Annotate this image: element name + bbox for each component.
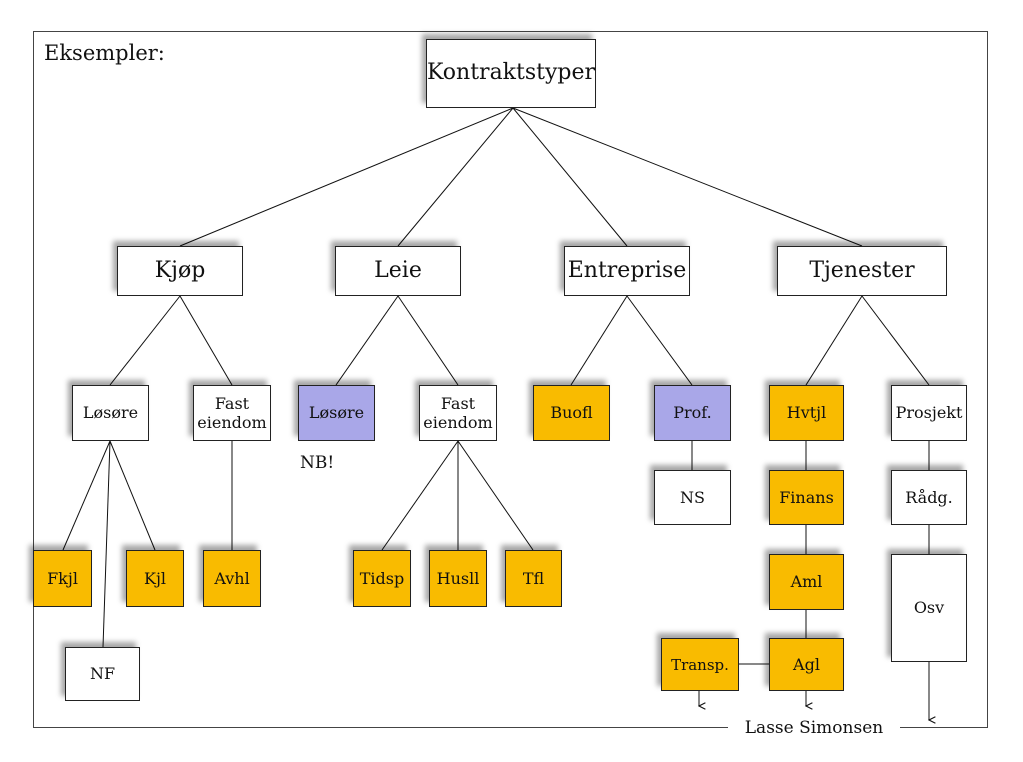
link-losore-kjl — [109, 440, 156, 551]
node-kjop-losore: Løsøre — [72, 385, 149, 441]
link-kjop-fast — [179, 295, 233, 386]
node-husll: Husll — [429, 550, 487, 607]
link-losore-fkjl — [62, 440, 111, 551]
node-prof: Prof. — [654, 385, 731, 441]
link-tjenester-hvtjl — [805, 295, 863, 386]
node-kjop-fast-eiendom: Fast eiendom — [193, 385, 271, 441]
node-transp: Transp. — [661, 638, 739, 691]
link-root-kjop — [179, 107, 514, 247]
link-root-tjenester — [512, 107, 863, 247]
frame-gap — [728, 722, 900, 736]
node-finans: Finans — [769, 470, 844, 525]
node-entreprise: Entreprise — [564, 246, 690, 296]
node-leie-losore: Løsøre — [298, 385, 375, 441]
link-leiefast-tidsp — [381, 440, 459, 551]
node-fkjl: Fkjl — [33, 550, 92, 607]
link-tjenester-prosjekt — [861, 295, 930, 386]
link-leiefast-tfl — [457, 440, 534, 551]
node-kontraktstyper: Kontraktstyper — [426, 39, 596, 108]
node-tfl: Tfl — [505, 550, 562, 607]
link-leie-losore — [335, 295, 399, 386]
node-tidsp: Tidsp — [353, 550, 411, 607]
node-ns: NS — [654, 470, 731, 525]
diagram-frame — [33, 31, 988, 728]
node-tjenester: Tjenester — [777, 246, 947, 296]
node-buofl: Buofl — [533, 385, 610, 441]
examples-heading: Eksempler: — [44, 41, 165, 65]
node-radg: Rådg. — [891, 470, 967, 525]
node-avhl: Avhl — [203, 550, 261, 607]
node-kjop: Kjøp — [117, 246, 243, 296]
link-losore-nf — [102, 440, 111, 648]
node-nf: NF — [65, 647, 140, 701]
link-root-entreprise — [512, 107, 628, 247]
link-kjop-losore — [109, 295, 181, 386]
node-leie: Leie — [335, 246, 461, 296]
link-entreprise-buofl — [570, 295, 628, 386]
author-credit: Lasse Simonsen — [744, 718, 884, 738]
node-leie-fast-eiendom: Fast eiendom — [419, 385, 497, 441]
link-entreprise-prof — [626, 295, 693, 386]
node-prosjekt: Prosjekt — [891, 385, 967, 441]
node-agl: Agl — [769, 638, 844, 691]
link-leie-fast — [397, 295, 459, 386]
node-osv: Osv — [891, 554, 967, 662]
link-root-leie — [397, 107, 514, 247]
node-kjl: Kjl — [126, 550, 184, 607]
node-hvtjl: Hvtjl — [769, 385, 844, 441]
nb-note: NB! — [300, 453, 335, 473]
node-aml: Aml — [769, 554, 844, 610]
